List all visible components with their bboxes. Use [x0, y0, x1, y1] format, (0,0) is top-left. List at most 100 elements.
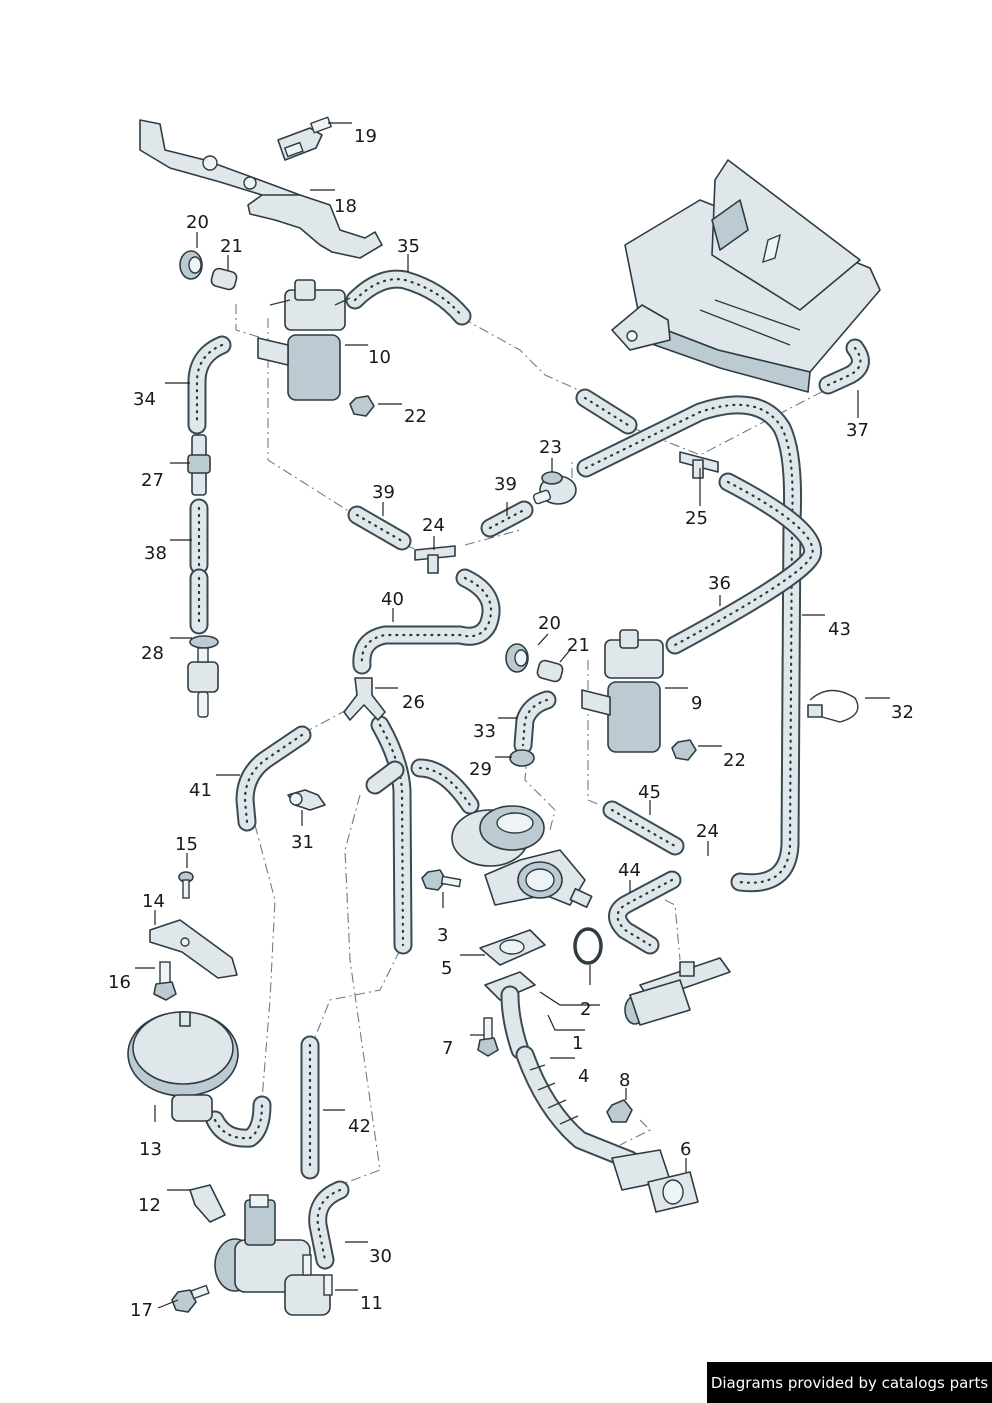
callout-15: 15 — [175, 834, 198, 855]
callout-26: 26 — [402, 692, 425, 713]
callout-22: 22 — [723, 750, 746, 771]
hose-39 — [347, 500, 534, 551]
leader-lines — [135, 122, 890, 1309]
callout-3: 3 — [437, 925, 448, 946]
callout-30: 30 — [369, 1246, 392, 1267]
hose-26-down — [370, 715, 413, 955]
callout-28: 28 — [141, 643, 164, 664]
part-20-grommet-upper — [179, 250, 203, 280]
routing-lines — [235, 304, 836, 1186]
part-21-sleeve-lower — [536, 659, 564, 683]
callout-13: 13 — [139, 1139, 162, 1160]
part-23-check-valve — [532, 471, 577, 505]
callout-32: 32 — [891, 702, 914, 723]
part-4-egr-pipe — [484, 971, 671, 1191]
hose-41 — [235, 725, 312, 832]
callout-33: 33 — [473, 721, 496, 742]
callout-27: 27 — [141, 470, 164, 491]
callout-34: 34 — [133, 389, 156, 410]
callout-8: 8 — [619, 1070, 630, 1091]
callout-39: 39 — [372, 482, 395, 503]
credit-banner: Diagrams provided by catalogs parts — [707, 1362, 992, 1403]
callout-38: 38 — [144, 543, 167, 564]
hose-34 — [187, 335, 232, 435]
part-28-filter — [187, 635, 219, 718]
callout-20: 20 — [186, 212, 209, 233]
callout-36: 36 — [708, 573, 731, 594]
callout-14: 14 — [142, 891, 165, 912]
part-21-sleeve-upper — [210, 267, 238, 291]
hose-45 — [602, 800, 685, 856]
hose-13 — [205, 1095, 272, 1148]
part-22-nut-upper — [349, 395, 375, 417]
part-10-solenoid-valve — [257, 279, 351, 401]
callout-16: 16 — [108, 972, 131, 993]
callout-45: 45 — [638, 782, 661, 803]
hoses — [187, 269, 870, 1270]
part-12-bracket — [189, 1184, 226, 1223]
callout-20: 20 — [538, 613, 561, 634]
callout-44: 44 — [618, 860, 641, 881]
callout-31: 31 — [291, 832, 314, 853]
callout-43: 43 — [828, 619, 851, 640]
hose-44 — [608, 870, 682, 955]
part-6-gasket — [647, 1171, 699, 1213]
hose-30 — [308, 1180, 350, 1270]
callout-23: 23 — [539, 437, 562, 458]
callout-42: 42 — [348, 1116, 371, 1137]
callout-5: 5 — [441, 958, 452, 979]
callout-17: 17 — [130, 1300, 153, 1321]
part-19-bolt-clip — [277, 116, 333, 161]
part-16-bolt — [153, 961, 177, 1001]
part-2-o-ring — [573, 927, 603, 965]
callout-18: 18 — [334, 196, 357, 217]
callout-2: 2 — [580, 999, 591, 1020]
callout-6: 6 — [680, 1139, 691, 1160]
callout-35: 35 — [397, 236, 420, 257]
callout-1: 1 — [572, 1033, 583, 1054]
callout-37: 37 — [846, 420, 869, 441]
part-32-clamp — [807, 689, 859, 723]
part-24-t-piece-upper — [414, 545, 456, 574]
part-pipe-fitting — [624, 957, 731, 1026]
hose-upper-short — [575, 388, 638, 435]
part-25-t-piece — [679, 451, 719, 479]
callout-labels: 19 18 20 21 35 10 34 22 37 23 27 39 39 2… — [108, 126, 914, 1321]
hose-33 — [513, 690, 557, 755]
callout-4: 4 — [578, 1066, 589, 1087]
part-14-bracket — [149, 919, 238, 979]
part-3-bolt — [421, 869, 462, 891]
part-air-filter-housing — [611, 159, 881, 393]
part-22-nut-lower — [671, 739, 697, 761]
part-7-bolt — [477, 1017, 499, 1057]
part-27-connector — [187, 434, 211, 496]
callout-21: 21 — [567, 635, 590, 656]
callout-24: 24 — [422, 515, 445, 536]
hose-37 — [818, 338, 870, 395]
part-9-solenoid-valve — [581, 629, 664, 753]
part-15-screw — [178, 871, 194, 899]
hose-36 — [665, 472, 823, 655]
callout-7: 7 — [442, 1038, 453, 1059]
part-29-clip — [509, 749, 535, 767]
part-18-bracket — [139, 119, 383, 259]
part-13-vacuum-reservoir — [127, 1011, 239, 1122]
part-17-bolt — [171, 1284, 210, 1313]
callout-24: 24 — [696, 821, 719, 842]
part-1-egr-valve — [451, 805, 593, 909]
part-20-grommet-lower — [505, 643, 529, 673]
callout-9: 9 — [691, 693, 702, 714]
part-31-clip — [287, 789, 326, 811]
part-5-gasket — [479, 929, 546, 966]
callout-25: 25 — [685, 508, 708, 529]
callout-12: 12 — [138, 1195, 161, 1216]
callout-22: 22 — [404, 406, 427, 427]
hose-to-egr — [365, 758, 480, 815]
callout-21: 21 — [220, 236, 243, 257]
hose-36-43 — [576, 395, 803, 893]
callout-40: 40 — [381, 589, 404, 610]
callout-10: 10 — [368, 347, 391, 368]
callout-41: 41 — [189, 780, 212, 801]
part-26-y-piece — [343, 677, 386, 721]
